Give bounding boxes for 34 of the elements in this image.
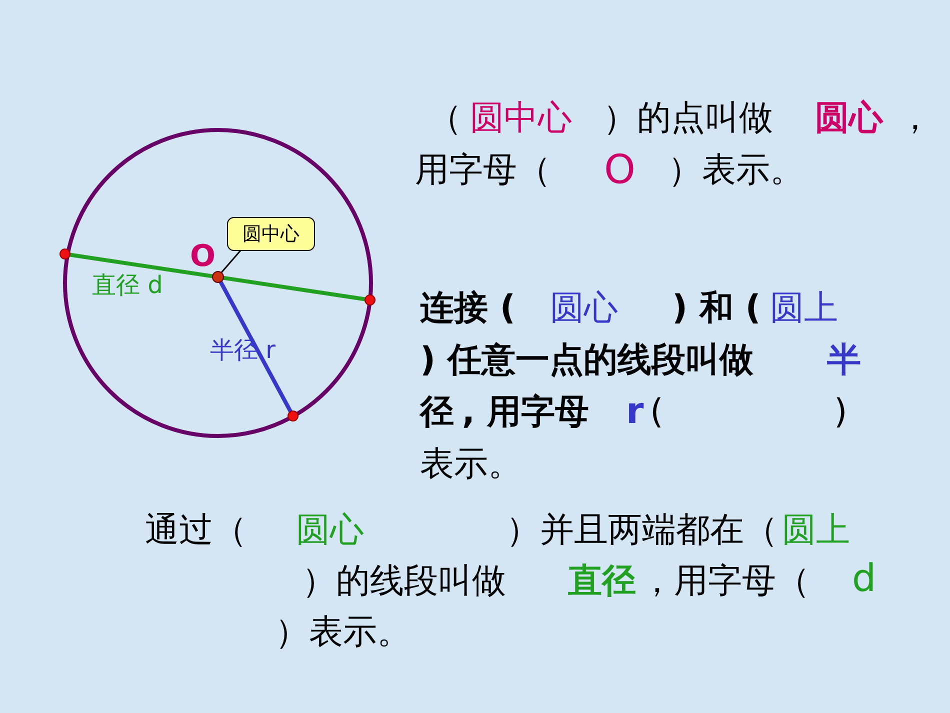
question-text: 径 <box>420 394 454 432</box>
question-text: ) 任意一点的线段叫做 <box>420 342 754 380</box>
answer-text: 圆中心 <box>470 100 572 138</box>
question-text: 用字母（ <box>415 152 551 190</box>
question-text: ）表示。 <box>668 152 804 190</box>
answer-text: 圆心 <box>296 512 364 550</box>
answer-text: 直径 <box>568 563 636 600</box>
question-text: ，用字母（ <box>640 563 810 600</box>
question-text: ) <box>834 394 848 432</box>
question-text: （ <box>428 100 462 138</box>
leader-line <box>220 250 242 274</box>
question-text: ）的点叫做 <box>603 100 773 138</box>
question-text: ) 和 ( <box>672 290 761 328</box>
question-text: , 用字母 <box>462 394 589 432</box>
answer-text: 半 <box>827 342 861 380</box>
question-text: 表示。 <box>420 446 522 484</box>
question-text: ）并且两端都在（ <box>506 512 778 550</box>
center-point <box>212 271 224 283</box>
question-text: 连接 ( <box>420 290 516 328</box>
answer-text: r <box>626 392 644 432</box>
answer-text: 圆心 <box>815 100 883 138</box>
question-text: ， <box>898 100 932 138</box>
center-label: O <box>190 240 216 273</box>
question-text: ）表示。 <box>275 614 411 652</box>
question-text: ）的线段叫做 <box>302 563 506 600</box>
answer-text: 圆心 <box>550 290 618 328</box>
question-text: ( <box>650 394 664 432</box>
answer-text: O <box>604 148 636 192</box>
callout-bubble: 圆中心 <box>227 217 315 251</box>
answer-text: 圆上 <box>770 290 838 328</box>
answer-text: d <box>852 558 876 600</box>
answer-text: 圆上 <box>782 512 850 550</box>
diameter-label: 直径 d <box>92 272 163 298</box>
question-text: 通过（ <box>145 512 247 550</box>
